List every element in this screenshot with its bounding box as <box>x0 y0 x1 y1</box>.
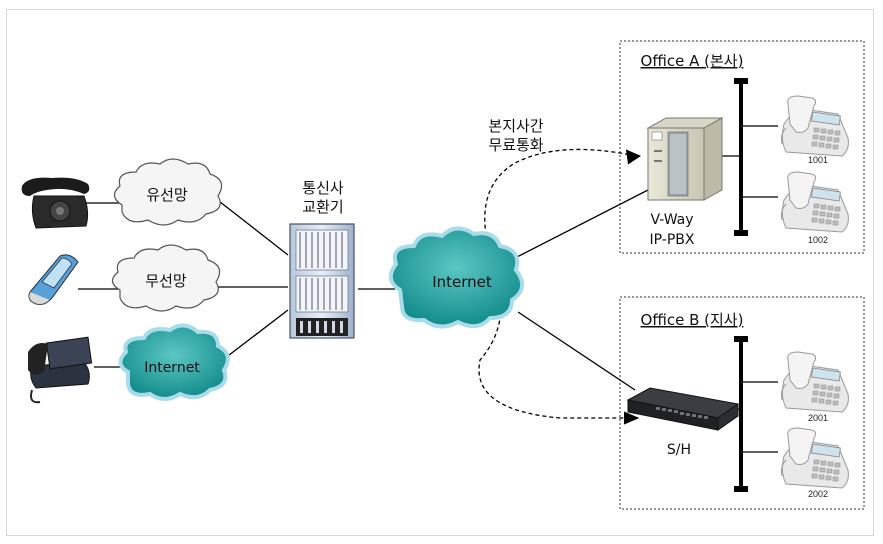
connection-lines <box>78 125 778 453</box>
office-b-phone-1-icon <box>780 351 850 413</box>
free-call-arrow-b <box>623 411 640 425</box>
office-a-box <box>619 40 865 254</box>
exchange-label-1: 통신사 <box>302 179 344 197</box>
office-a-bus <box>734 78 748 236</box>
office-a-phone-1-icon <box>780 95 850 157</box>
switch-label: S/H <box>667 442 691 458</box>
office-a-phone-2-number: 1002 <box>808 235 828 245</box>
rotary-phone-icon <box>21 177 90 229</box>
exchange-label-2: 교환기 <box>302 198 343 216</box>
internet-cloud-left <box>118 323 230 401</box>
free-call-arrow-a <box>625 149 642 165</box>
internet-cloud-left-label: Internet <box>144 360 200 376</box>
free-call-label-1: 본지사간 <box>488 117 543 135</box>
desk-phone-icon <box>28 336 93 404</box>
wired-cloud <box>113 158 223 226</box>
office-b-bus <box>734 336 748 492</box>
free-call-label-2: 무료통화 <box>488 136 543 154</box>
pbx-server-icon <box>646 117 724 201</box>
mobile-phone-icon <box>28 254 79 305</box>
office-a-title: Office A (본사) <box>641 52 744 70</box>
exchange-rack-icon <box>289 223 355 339</box>
diagram-frame <box>6 9 874 536</box>
switch-hub-icon <box>626 387 740 431</box>
internet-cloud-center-label: Internet <box>432 273 492 291</box>
office-b-title: Office B (지사) <box>641 311 744 329</box>
office-b-box <box>619 296 865 510</box>
office-a-phone-1-number: 1001 <box>808 155 828 165</box>
office-a-phone-2-icon <box>780 171 850 233</box>
internet-cloud-center <box>388 226 524 329</box>
office-b-phone-2-icon <box>780 427 850 489</box>
pbx-label-1: V-Way <box>650 212 693 228</box>
office-b-phone-2-number: 2002 <box>808 489 828 499</box>
wireless-cloud-label: 무선망 <box>145 272 187 290</box>
wireless-cloud <box>111 244 221 312</box>
wired-cloud-label: 유선망 <box>146 186 188 204</box>
office-b-phone-1-number: 2001 <box>808 413 828 423</box>
pbx-label-2: IP-PBX <box>650 232 695 248</box>
